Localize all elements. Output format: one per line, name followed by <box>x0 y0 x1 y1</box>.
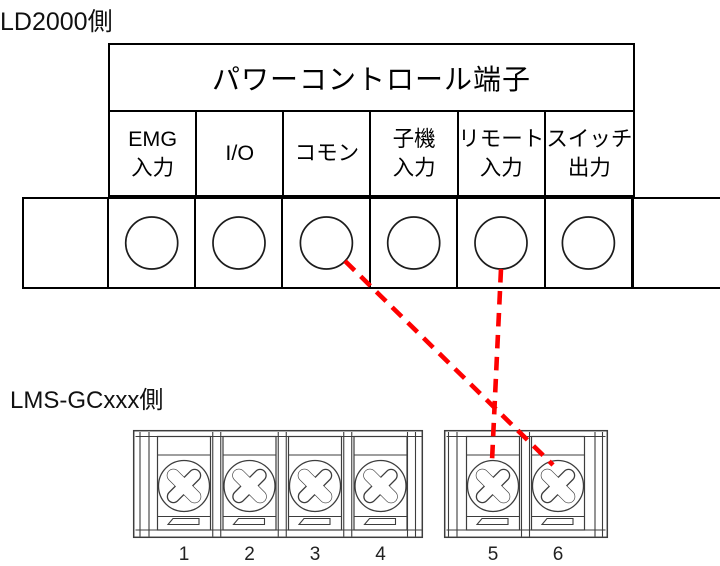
screw-terminal-3 <box>289 437 342 531</box>
column-label-switch-output: スイッチ 出力 <box>546 126 633 180</box>
ld2000-terminal-row <box>22 197 720 289</box>
screw-terminal-5 <box>467 437 520 531</box>
ld2000-side-label: LD2000側 <box>0 8 113 36</box>
power-control-table-title: パワーコントロール端子 <box>110 45 633 112</box>
terminal-row-divider <box>544 199 546 287</box>
terminal-row-divider <box>631 199 634 287</box>
terminal-row-divider <box>194 199 196 287</box>
terminal-block-group-5-6 <box>443 429 609 539</box>
terminal-number-3: 3 <box>309 544 321 565</box>
terminal-row-divider <box>456 199 458 287</box>
wire-common-to-terminal-6 <box>343 259 555 467</box>
lms-gcxxx-side-label: LMS-GCxxx側 <box>10 387 164 414</box>
power-control-columns: EMG 入力 I/O コモン 子機 入力 リモート 入力 スイッチ 出力 <box>110 112 633 195</box>
terminal-number-6: 6 <box>552 544 564 565</box>
terminal-row-divider <box>369 199 371 287</box>
power-control-table: パワーコントロール端子 EMG 入力 I/O コモン 子機 入力 リモート 入力… <box>108 43 635 197</box>
screw-terminal-2 <box>223 437 276 531</box>
column-label-common: コモン <box>284 112 372 195</box>
screw-terminal-4 <box>354 437 407 531</box>
column-label-remote-input: リモート 入力 <box>459 112 546 195</box>
terminal-number-4: 4 <box>375 544 386 565</box>
terminal-block-group-1-4 <box>132 429 424 539</box>
column-label-emg-input: EMG 入力 <box>110 112 198 195</box>
column-label-io: I/O <box>197 112 285 195</box>
screw-terminal-1 <box>158 437 211 531</box>
terminal-number-5: 5 <box>487 544 499 565</box>
terminal-number-2: 2 <box>244 544 255 565</box>
terminal-number-1: 1 <box>178 544 190 565</box>
screw-terminal-6 <box>532 437 585 531</box>
terminal-row-divider <box>281 199 283 287</box>
wire-remote-input-to-terminal-5 <box>489 268 504 462</box>
terminal-row-divider <box>107 199 109 287</box>
column-label-slave-input: 子機 入力 <box>371 112 459 195</box>
